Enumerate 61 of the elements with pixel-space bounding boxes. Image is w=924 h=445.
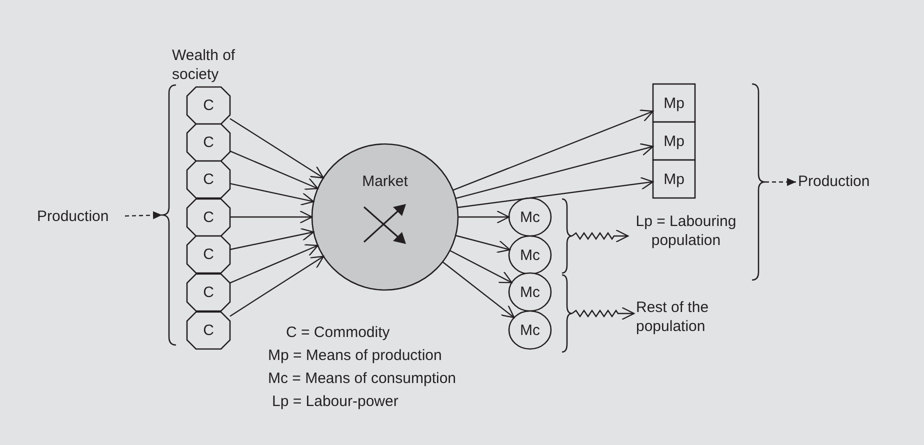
node-label: Mc (519, 208, 541, 226)
node-label: C (202, 320, 215, 340)
key-text: Lp = Labour-power (272, 392, 398, 411)
arrow (230, 183, 314, 206)
octagon-node (187, 236, 230, 272)
key-text: Mc = Means of consumption (268, 369, 456, 388)
octagon-node (187, 160, 230, 198)
octagon-node (187, 124, 230, 160)
node-label: Market (361, 172, 409, 191)
octagon-node (187, 312, 230, 348)
key-text: C = Commodity (286, 323, 390, 342)
node-label: Mc (519, 282, 541, 302)
text-label: Production (37, 207, 125, 227)
curly-brace (562, 199, 572, 273)
octagon-node (187, 274, 230, 310)
arrow (572, 229, 629, 243)
node-label: Mp (662, 94, 686, 112)
arrow (230, 256, 324, 317)
square-node (653, 122, 695, 160)
curly-brace (752, 84, 765, 280)
node-label: Mc (519, 320, 541, 340)
arrow (124, 211, 162, 220)
node-label: C (202, 208, 215, 226)
circle-node (509, 273, 551, 311)
market-circle (312, 144, 458, 290)
circle-node (509, 311, 551, 349)
arrow (452, 110, 654, 191)
arrow (230, 228, 314, 250)
arrow (457, 176, 654, 208)
square-node (653, 84, 695, 122)
column-heading: Wealth of society (172, 46, 236, 84)
node-label: Mc (519, 246, 541, 264)
arrow (230, 150, 318, 190)
node-label: Mp (662, 132, 686, 150)
square-node (653, 160, 695, 198)
octagon-node (187, 86, 230, 124)
arrow (230, 118, 324, 178)
node-label: C (202, 96, 215, 114)
arrow (230, 244, 318, 284)
arrow (455, 234, 510, 254)
text-label: Lp = Labouring population (630, 212, 742, 272)
arrow (765, 178, 796, 186)
arrow (455, 143, 654, 199)
arrow (450, 250, 512, 284)
arrow (230, 210, 313, 224)
key-text: Mp = Means of production (268, 346, 442, 365)
node-label: Mp (662, 170, 686, 188)
curly-brace (562, 275, 572, 352)
arrow (442, 261, 515, 318)
circle-node (509, 236, 551, 274)
text-label: Rest of the population (636, 298, 740, 340)
octagon-node (187, 198, 230, 236)
arrow (572, 306, 635, 320)
node-label: C (202, 282, 215, 302)
curly-brace (162, 85, 176, 345)
arrow (458, 210, 510, 224)
node-label: C (202, 170, 215, 188)
circle-node (509, 198, 551, 236)
node-label: C (202, 132, 215, 152)
node-label: C (202, 244, 215, 264)
text-label: Production (798, 172, 890, 192)
